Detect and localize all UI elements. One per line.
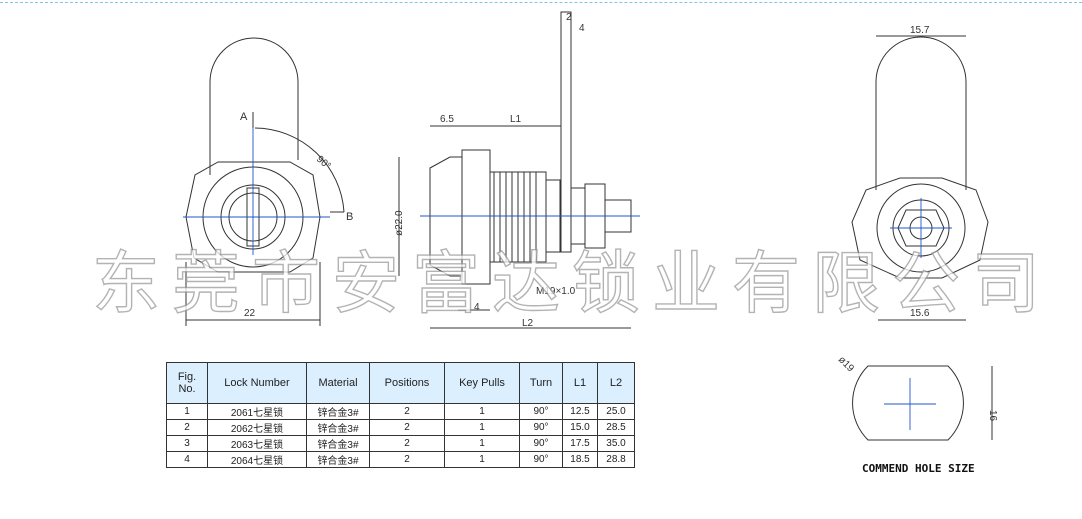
side-view: 6.5 L1 L2 4 2 4 ø22.0 M19×1.0	[394, 11, 640, 329]
col-l1: L1	[562, 362, 598, 404]
side-cam-plate	[560, 11, 572, 253]
cell: 2062七星锁	[207, 419, 307, 436]
cell: 2064七星锁	[207, 451, 307, 468]
cell: 1	[444, 403, 520, 420]
cell: 90°	[519, 435, 563, 452]
cell: 1	[444, 451, 520, 468]
dim-2-label: 2	[566, 12, 572, 23]
cell: 2061七星锁	[207, 403, 307, 420]
cell: 15.0	[562, 419, 598, 436]
cell: 锌合金3#	[306, 435, 370, 452]
width-label: 22	[244, 308, 256, 319]
cell: 2	[369, 451, 445, 468]
hole-diameter-label: ø19	[836, 354, 856, 374]
dim-l1-label: L1	[510, 114, 522, 125]
cell: 28.8	[597, 451, 635, 468]
rear-hex	[851, 177, 989, 279]
thread-label: M19×1.0	[536, 286, 576, 297]
col-positions: Positions	[369, 362, 445, 404]
cell: 35.0	[597, 435, 635, 452]
cell: 28.5	[597, 419, 635, 436]
cell: 2063七星锁	[207, 435, 307, 452]
front-cam-outline	[209, 37, 299, 175]
cell: 1	[444, 419, 520, 436]
cell: 4	[166, 451, 208, 468]
cell: 锌合金3#	[306, 451, 370, 468]
col-fig: Fig. No.	[166, 362, 208, 404]
rear-top-label: 15.7	[910, 25, 930, 36]
arrow-b-label: B	[346, 211, 353, 223]
cell: 2	[369, 419, 445, 436]
cell: 锌合金3#	[306, 419, 370, 436]
col-material: Material	[306, 362, 370, 404]
table-row: 4 2064七星锁 锌合金3# 2 1 90° 18.5 28.8	[166, 451, 635, 468]
cell: 1	[444, 435, 520, 452]
cell: 锌合金3#	[306, 403, 370, 420]
table-row: 2 2062七星锁 锌合金3# 2 1 90° 15.0 28.5	[166, 419, 635, 436]
cell: 1	[166, 403, 208, 420]
table-header-row: Fig. No. Lock Number Material Positions …	[166, 362, 635, 404]
cell: 3	[166, 435, 208, 452]
cell: 2	[166, 419, 208, 436]
hole-view: 16 ø19	[836, 354, 998, 441]
arrow-a-label: A	[240, 111, 248, 123]
front-hex-nut	[185, 161, 321, 273]
cell: 90°	[519, 419, 563, 436]
side-thread-lines	[493, 172, 537, 262]
spec-table: Fig. No. Lock Number Material Positions …	[166, 362, 635, 468]
cell: 25.0	[597, 403, 635, 420]
rear-outer-circle	[876, 183, 966, 273]
cell: 17.5	[562, 435, 598, 452]
cell: 90°	[519, 451, 563, 468]
dim-4-label: 4	[474, 302, 480, 313]
hole-size-title: COMMEND HOLE SIZE	[862, 462, 975, 475]
cell: 2	[369, 435, 445, 452]
hole-height-label: 16	[987, 410, 998, 422]
cell: 12.5	[562, 403, 598, 420]
top-dashed-border	[0, 2, 1082, 3]
dim-dia-label: ø22.0	[394, 210, 405, 236]
dim-4b-label: 4	[579, 23, 585, 34]
hole-outline	[852, 365, 964, 441]
cell: 90°	[519, 403, 563, 420]
dim-6-5-label: 6.5	[440, 114, 454, 125]
dim-l2-label: L2	[522, 318, 534, 329]
rear-bottom-label: 15.6	[910, 308, 930, 319]
table-row: 1 2061七星锁 锌合金3# 2 1 90° 12.5 25.0	[166, 403, 635, 420]
cell: 2	[369, 403, 445, 420]
col-turn: Turn	[519, 362, 563, 404]
cell: 18.5	[562, 451, 598, 468]
front-view: A B 90° 22	[183, 37, 353, 326]
col-l2: L2	[597, 362, 635, 404]
col-lock-number: Lock Number	[207, 362, 307, 404]
table-row: 3 2063七星锁 锌合金3# 2 1 90° 17.5 35.0	[166, 435, 635, 452]
col-key-pulls: Key Pulls	[444, 362, 520, 404]
watermark-text: 东莞市安富达锁业有限公司	[91, 244, 1053, 324]
rear-view: 15.7 15.6	[851, 25, 989, 321]
front-rotation-arc	[254, 127, 345, 213]
rear-cam-outline	[875, 36, 967, 190]
